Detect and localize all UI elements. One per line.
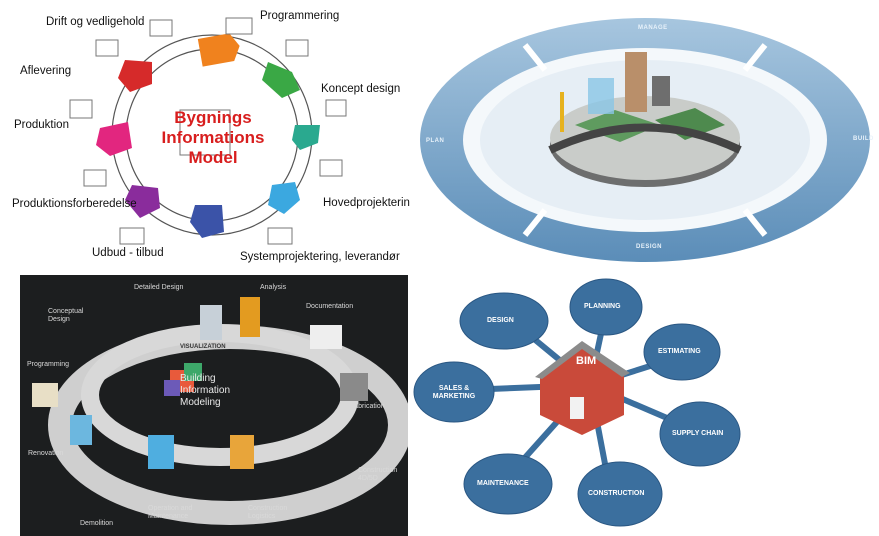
- center-title: Bygnings Informations Model: [148, 108, 278, 168]
- bim-hub-diagram: BIM DESIGN PLANNING ESTIMATING SUPPLY CH…: [410, 275, 879, 536]
- teal-arrow: [292, 125, 320, 150]
- phase-produktion: Produktion: [14, 119, 69, 131]
- bygnings-model-diagram: Bygnings Informations Model Programmerin…: [0, 0, 410, 270]
- ring-label-design: DESIGN: [636, 244, 663, 250]
- center-line-3: Model: [188, 148, 238, 167]
- phase-udbud: Udbud - tilbud: [92, 247, 164, 259]
- purple-arrow: [125, 185, 160, 218]
- stage-programming: Programming: [27, 361, 70, 368]
- stage-documentation: Documentation: [306, 303, 354, 310]
- bim-lifecycle-ring: MANAGE BUILD DESIGN PLAN: [410, 0, 879, 270]
- stage-fabrication: Fabrication: [350, 403, 385, 410]
- orange-arrow: [197, 33, 240, 67]
- spiral-graphic: [32, 297, 408, 525]
- stage-demolition: Demolition: [80, 520, 114, 527]
- node-planning: PLANNING: [584, 303, 621, 310]
- cycle-ring: [69, 17, 347, 245]
- phase-programmering: Programmering: [260, 10, 340, 22]
- blue-arrow: [268, 182, 300, 214]
- bim-center-line-2: Information: [180, 385, 231, 396]
- ring-label-plan: PLAN: [426, 138, 445, 144]
- green-arrow: [262, 62, 300, 98]
- hub-graphic: [413, 278, 741, 527]
- stage-construction-logistics: Construction Logistics: [248, 505, 288, 520]
- red-arrow: [118, 60, 152, 92]
- stage-detailed-design: Detailed Design: [134, 284, 184, 291]
- node-supply-chain: SUPPLY CHAIN: [672, 430, 724, 437]
- bim-center-line-1: Building: [180, 373, 216, 384]
- ring-label-build: BUILD: [853, 136, 874, 142]
- node-sales-marketing: SALES & MARKETING: [432, 385, 476, 400]
- ring-label-manage: MANAGE: [638, 25, 668, 31]
- stage-conceptual-design: Conceptual Design: [48, 308, 84, 323]
- phase-aflevering: Aflevering: [20, 65, 72, 77]
- house-icon: [535, 341, 630, 435]
- node-estimating: ESTIMATING: [658, 348, 701, 355]
- phase-systemprojektering: Systemprojektering, leverandør: [240, 251, 400, 263]
- center-line-2: Informations: [161, 128, 265, 147]
- center-bim-label: BIM: [576, 355, 597, 367]
- center-line-1: Bygnings: [174, 108, 252, 127]
- node-construction: CONSTRUCTION: [588, 490, 645, 497]
- navy-arrow: [190, 205, 224, 238]
- bim-center-line-3: Modeling: [180, 397, 221, 408]
- phase-produktionsforberedelse: Produktionsforberedelse: [12, 198, 137, 210]
- bim-center-title: Building Information Modeling: [180, 373, 270, 409]
- node-maintenance: MAINTENANCE: [477, 480, 529, 487]
- visualization-label: VISUALIZATION: [180, 344, 226, 350]
- stage-analysis: Analysis: [260, 284, 287, 291]
- bim-spiral-diagram: Building Information Modeling VISUALIZAT…: [20, 275, 408, 536]
- stage-operation-maintenance: Operation and Maintenance: [148, 505, 193, 520]
- pink-arrow: [96, 122, 132, 156]
- phase-koncept-design: Koncept design: [321, 83, 401, 95]
- phase-drift: Drift og vedligehold: [46, 16, 145, 28]
- phase-hovedprojektering: Hovedprojektering: [323, 197, 410, 209]
- stage-construction-4d5d: Construction 4D/5D: [358, 467, 398, 482]
- ring-graphic: [420, 18, 870, 262]
- node-design: DESIGN: [487, 317, 514, 324]
- stage-renovation: Renovation: [28, 450, 64, 457]
